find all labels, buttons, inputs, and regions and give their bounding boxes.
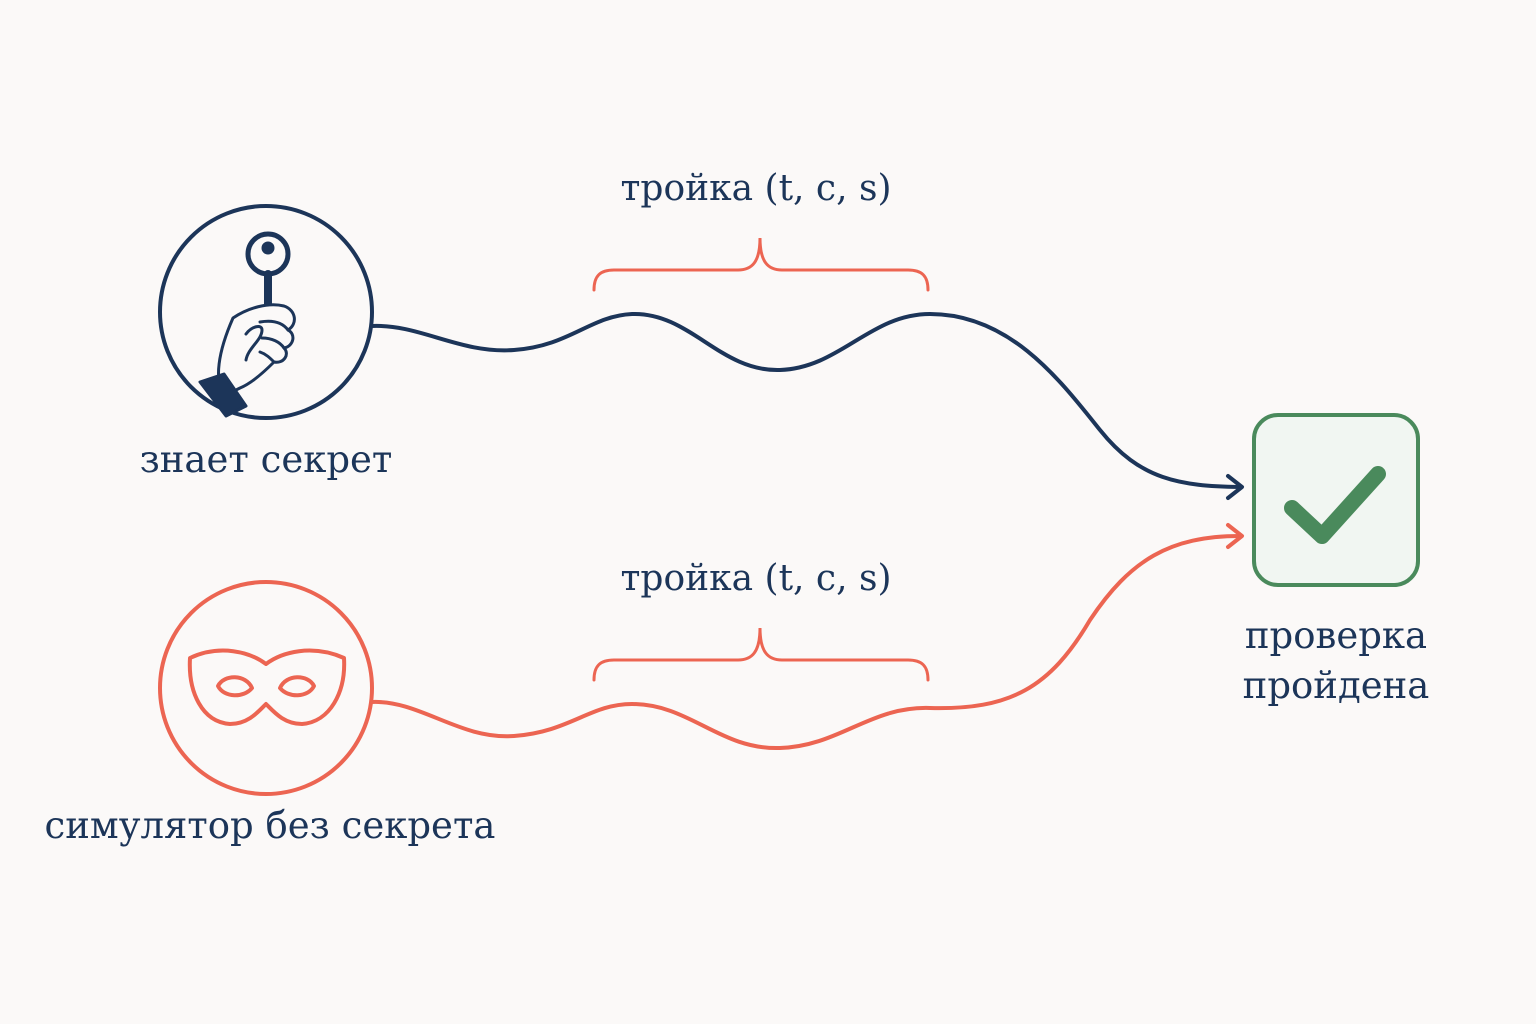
simulator-wave-line xyxy=(370,534,1242,751)
simulator-node: симулятор без секрета xyxy=(45,580,496,847)
prover-wave-line xyxy=(370,311,1242,489)
simulator-path: тройка (t, c, s) xyxy=(370,523,1244,751)
prover-circle xyxy=(158,204,374,420)
prover-path: тройка (t, c, s) xyxy=(370,168,1244,500)
bottom-tuple-brace xyxy=(592,627,930,682)
top-tuple-brace xyxy=(592,237,930,292)
prover-node: знает секрет xyxy=(140,204,393,481)
verifier-label-line1: проверка xyxy=(1245,614,1427,657)
simulator-arrowhead xyxy=(1226,523,1244,549)
simulator-circle xyxy=(158,580,374,796)
verifier-label-line2: пройдена xyxy=(1243,664,1430,707)
prover-label: знает секрет xyxy=(140,438,393,481)
verifier-box xyxy=(1252,413,1420,587)
top-tuple-label: тройка (t, c, s) xyxy=(620,168,891,209)
checkmark-icon xyxy=(1284,466,1386,544)
simulator-label: симулятор без секрета xyxy=(45,804,496,847)
mask-icon xyxy=(187,648,347,726)
verifier-node: проверка пройдена xyxy=(1243,413,1430,707)
prover-arrowhead xyxy=(1226,474,1244,500)
hand-holding-key-icon xyxy=(198,231,296,418)
bottom-tuple-label: тройка (t, c, s) xyxy=(620,558,891,599)
